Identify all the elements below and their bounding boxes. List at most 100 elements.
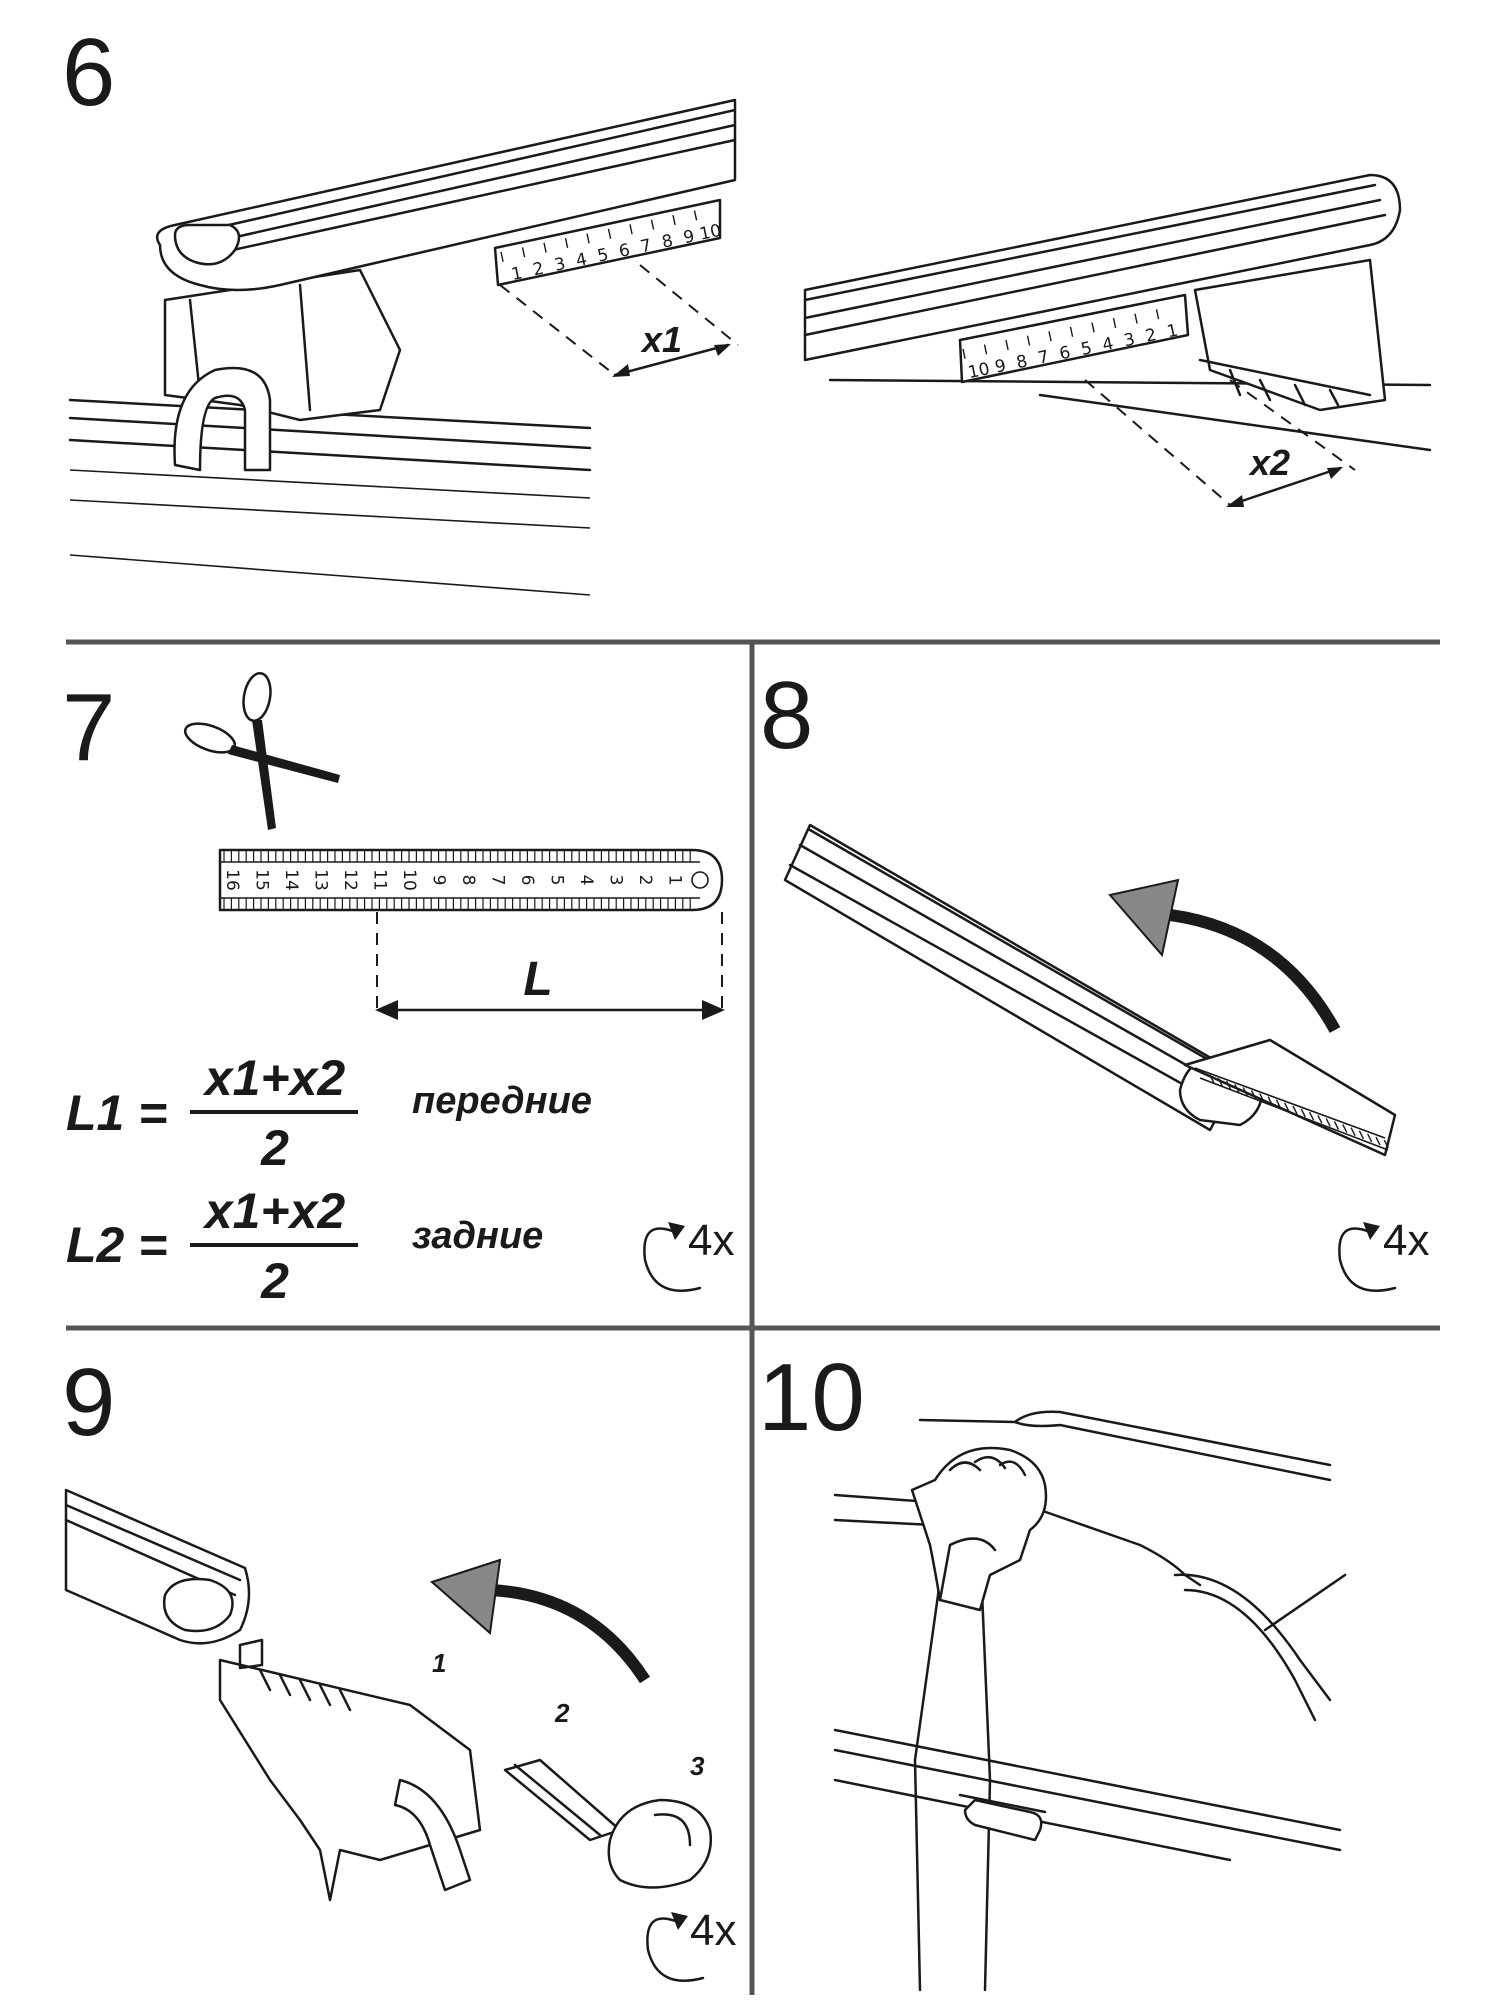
step-8-illustration xyxy=(783,823,1397,1157)
rear-scale-tick-label: 7 xyxy=(1036,347,1051,369)
strip-tick-label: 4 xyxy=(576,875,596,886)
step-9-number: 9 xyxy=(62,1349,115,1456)
rear-scale-tick-label: 8 xyxy=(1015,351,1030,373)
step-10-illustration xyxy=(833,1410,1347,1992)
inserted-strip-tick xyxy=(1317,1114,1323,1124)
front-scale-tick-mark xyxy=(650,219,655,230)
inserted-strip-tick xyxy=(1217,1077,1223,1087)
strip-tick-label: 10 xyxy=(399,869,419,891)
label-L: L xyxy=(523,953,552,1006)
formula-L1-note: передние xyxy=(412,1080,592,1122)
strip-tick-label: 9 xyxy=(429,875,449,886)
rotate-arrow-icon xyxy=(643,1222,702,1293)
front-scale-tick-mark xyxy=(543,242,547,253)
formula-L2-denominator: 2 xyxy=(260,1253,289,1309)
inserted-strip-tick xyxy=(1250,1090,1257,1099)
rotate-arrow-icon xyxy=(1338,1222,1397,1293)
inserted-strip-tick xyxy=(1292,1105,1298,1115)
rear-scale-tick-label: 10 xyxy=(966,359,991,383)
front-scale-tick-mark xyxy=(629,224,633,235)
front-scale-tick-label: 4 xyxy=(574,249,589,271)
inserted-strip-tick xyxy=(1267,1096,1273,1106)
step-9-illustration: 1 2 3 xyxy=(64,1488,713,1902)
strip-tick-label: 12 xyxy=(340,869,360,891)
front-scale-tick-label: 2 xyxy=(531,259,546,281)
rear-scale-tick-label: 3 xyxy=(1122,329,1137,351)
curved-arrow-icon xyxy=(1108,878,1341,1033)
front-scale-tick-label: 10 xyxy=(698,221,723,245)
part-2-label: 2 xyxy=(554,1698,570,1728)
inserted-strip-tick xyxy=(1300,1108,1306,1118)
inserted-strip-tick xyxy=(1383,1139,1389,1149)
front-scale-tick-label: 8 xyxy=(660,231,675,253)
rear-scale-tick-label: 6 xyxy=(1058,343,1073,365)
inserted-strip-tick xyxy=(1350,1127,1356,1137)
step-8-repeat: 4x xyxy=(1383,1216,1429,1265)
strip-tick-label: 5 xyxy=(547,875,567,886)
rear-scale-tick-mark xyxy=(1005,339,1009,351)
step-6-number: 6 xyxy=(62,19,115,126)
step-10-number: 10 xyxy=(758,1344,865,1451)
inserted-strip-tick xyxy=(1284,1102,1290,1112)
front-scale-tick-label: 1 xyxy=(510,263,525,285)
rear-scale-tick-label: 2 xyxy=(1144,325,1159,347)
scissors-icon xyxy=(183,672,340,830)
formula-L2-lhs: L2 = xyxy=(66,1217,167,1273)
front-scale-tick-mark xyxy=(672,214,676,226)
step-7-number: 7 xyxy=(62,674,115,781)
rear-scale-tick-label: 4 xyxy=(1101,334,1116,356)
rear-scale-tick-label: 1 xyxy=(1165,321,1180,343)
rear-scale-tick-mark xyxy=(1026,335,1031,346)
curved-arrow-icon xyxy=(430,1558,651,1684)
cloth-hand-icon xyxy=(910,1446,1048,1612)
rear-scale-tick-mark xyxy=(1112,317,1117,329)
rear-scale-tick-label: 5 xyxy=(1079,338,1094,360)
rotate-arrow-icon xyxy=(646,1912,705,1983)
inserted-strip-tick xyxy=(1367,1133,1373,1143)
inserted-strip-tick xyxy=(1225,1080,1232,1090)
part-1-label: 1 xyxy=(432,1648,446,1678)
inserted-strip-tick xyxy=(1209,1074,1215,1084)
formula-L2-numerator: x1+x2 xyxy=(202,1183,346,1239)
step-8-number: 8 xyxy=(760,662,813,769)
strip-tick-label: 11 xyxy=(370,869,390,891)
formula-L1: L1 = x1+x2 2 передние xyxy=(66,1050,592,1176)
rear-scale-tick-mark xyxy=(1091,322,1095,333)
formula-L1-lhs: L1 = xyxy=(66,1085,167,1141)
strip-tick-label: 16 xyxy=(222,869,242,891)
front-scale-tick-label: 9 xyxy=(682,226,697,248)
rear-scale-tick-mark xyxy=(983,344,988,355)
inserted-strip-tick xyxy=(1275,1099,1282,1109)
inserted-strip-tick xyxy=(1259,1093,1265,1102)
strip-tick-label: 3 xyxy=(606,875,626,886)
inserted-strip-tick xyxy=(1234,1083,1240,1093)
step-7-repeat: 4x xyxy=(688,1216,734,1265)
rear-scale-tick-mark xyxy=(1048,331,1052,342)
rear-scale-tick-mark xyxy=(1155,309,1160,320)
front-scale-tick-label: 5 xyxy=(596,245,611,267)
front-scale-tick-mark xyxy=(564,237,569,249)
rear-scale-tick-mark xyxy=(962,348,966,359)
front-scale-tick-mark xyxy=(693,210,698,221)
front-scale-tick-mark xyxy=(586,233,590,244)
part-3-label: 3 xyxy=(690,1751,705,1781)
strip-tick-label: 13 xyxy=(311,869,331,891)
inserted-strip-tick xyxy=(1242,1087,1248,1096)
strip-tick-label: 14 xyxy=(281,869,301,891)
formula-L2: L2 = x1+x2 2 задние xyxy=(66,1183,543,1309)
strip-tick-label: 7 xyxy=(488,875,508,886)
rear-bar-scale xyxy=(958,293,1190,384)
label-x2: x2 xyxy=(1248,442,1290,483)
strip-tick-label: 15 xyxy=(252,869,272,891)
strip-tick-label: 2 xyxy=(635,875,655,886)
inserted-strip-tick xyxy=(1333,1121,1340,1130)
rear-scale-tick-label: 9 xyxy=(993,356,1008,378)
formula-L2-note: задние xyxy=(412,1215,543,1257)
front-scale-tick-label: 6 xyxy=(617,240,632,262)
inserted-strip-tick xyxy=(1325,1118,1331,1127)
formula-L1-numerator: x1+x2 xyxy=(202,1050,346,1106)
front-scale-tick-label: 3 xyxy=(553,254,568,276)
